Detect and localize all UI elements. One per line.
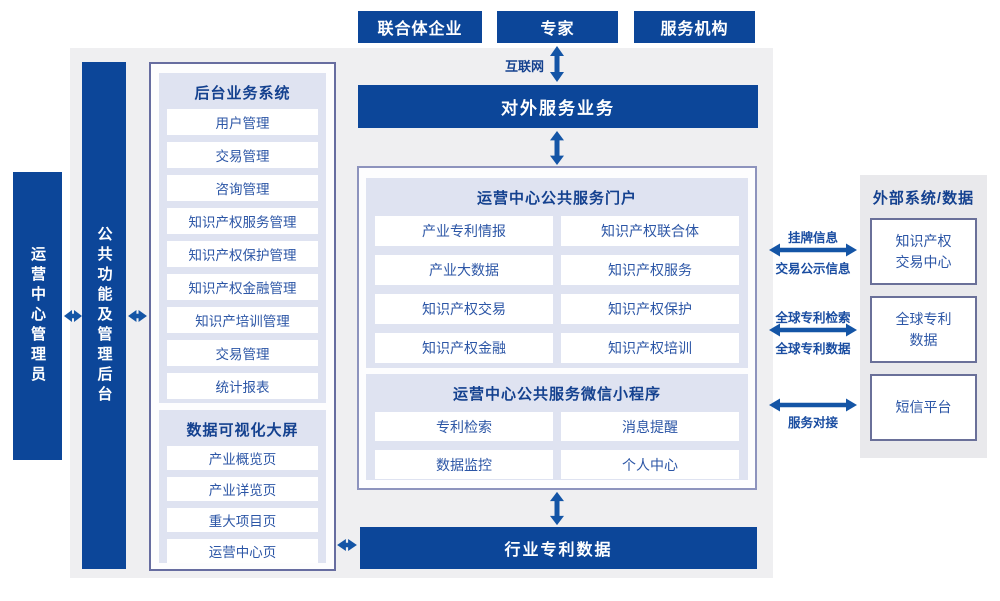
portal-item-ip-protection: 知识产权保护: [561, 294, 739, 324]
actor-experts: 专家: [497, 11, 618, 43]
backend-business-system-panel: 后台业务系统 用户管理 交易管理 咨询管理 知识产权服务管理 知识产权保护管理 …: [159, 73, 326, 403]
double-arrow-listing-info-icon: [769, 243, 857, 257]
mini-item-personal-center: 个人中心: [561, 450, 739, 479]
dash-item-industry-detail: 产业详览页: [167, 477, 318, 501]
backend-systems-container: 后台业务系统 用户管理 交易管理 咨询管理 知识产权服务管理 知识产权保护管理 …: [149, 62, 336, 571]
double-arrow-backend-to-systems-icon: [128, 310, 147, 322]
data-visualization-panel: 数据可视化大屏 产业概览页 产业详览页 重大项目页 运营中心页: [159, 410, 326, 563]
external-systems-title: 外部系统/数据: [872, 190, 975, 207]
backend-item-ip-protection-management: 知识产权保护管理: [167, 241, 318, 267]
label-global-patent-data: 全球专利数据: [775, 342, 851, 356]
backend-business-system-title: 后台业务系统: [194, 85, 291, 102]
dash-item-industry-overview: 产业概览页: [167, 446, 318, 470]
external-systems-panel: 外部系统/数据 知识产权 交易中心 全球专利 数据 短信平台: [860, 175, 987, 458]
mini-item-patent-search: 专利检索: [375, 412, 553, 441]
backend-item-ip-service-management: 知识产权服务管理: [167, 208, 318, 234]
dash-item-operation-center: 运营中心页: [167, 539, 318, 563]
dash-item-major-projects: 重大项目页: [167, 508, 318, 532]
actor-consortium-enterprises: 联合体企业: [358, 11, 482, 43]
public-function-management-backend-bar: 公共功能及管理后台: [82, 62, 126, 569]
public-service-portal-panel: 运营中心公共服务门户 产业专利情报 知识产权联合体 产业大数据 知识产权服务 知…: [366, 178, 748, 368]
mini-item-message-reminder: 消息提醒: [561, 412, 739, 441]
actor-service-organizations: 服务机构: [634, 11, 755, 43]
wechat-miniprogram-panel: 运营中心公共服务微信小程序 专利检索 消息提醒 数据监控 个人中心: [366, 374, 748, 480]
double-arrow-service-connect-icon: [769, 398, 857, 412]
backend-item-trade-management-2: 交易管理: [167, 340, 318, 366]
external-service-business-bar: 对外服务业务: [358, 85, 758, 128]
external-system-sms-platform: 短信平台: [870, 374, 977, 441]
double-arrow-global-patent-icon: [769, 323, 857, 337]
label-service-connect: 服务对接: [787, 416, 838, 430]
industry-patent-data-bar: 行业专利数据: [360, 527, 757, 569]
backend-item-ip-finance-management: 知识产权金融管理: [167, 274, 318, 300]
operation-center-admin-bar: 运营中心管理员: [13, 172, 62, 460]
internet-label: 互联网: [504, 59, 544, 74]
public-service-portal-grid: 产业专利情报 知识产权联合体 产业大数据 知识产权服务 知识产权交易 知识产权保…: [375, 216, 739, 363]
portal-container: 运营中心公共服务门户 产业专利情报 知识产权联合体 产业大数据 知识产权服务 知…: [357, 166, 757, 490]
external-systems-list: 知识产权 交易中心 全球专利 数据 短信平台: [870, 218, 977, 441]
backend-item-ip-training-management: 知识产培训管理: [167, 307, 318, 333]
double-arrow-internet-icon: [550, 46, 564, 82]
portal-item-ip-finance: 知识产权金融: [375, 333, 553, 363]
double-arrow-portal-to-patent-data-icon: [550, 491, 564, 526]
portal-item-industry-big-data: 产业大数据: [375, 255, 553, 285]
portal-item-ip-trade: 知识产权交易: [375, 294, 553, 324]
backend-item-statistics-report: 统计报表: [167, 373, 318, 399]
portal-item-ip-consortium: 知识产权联合体: [561, 216, 739, 246]
data-visualization-list: 产业概览页 产业详览页 重大项目页 运营中心页: [167, 446, 318, 563]
double-arrow-dashboard-to-patent-data-icon: [337, 539, 357, 551]
backend-item-trade-management: 交易管理: [167, 142, 318, 168]
double-arrow-external-to-portal-icon: [550, 130, 564, 166]
backend-business-system-list: 用户管理 交易管理 咨询管理 知识产权服务管理 知识产权保护管理 知识产权金融管…: [167, 109, 318, 399]
portal-item-ip-training: 知识产权培训: [561, 333, 739, 363]
label-listing-info: 挂牌信息: [787, 231, 838, 245]
backend-item-user-management: 用户管理: [167, 109, 318, 135]
external-system-global-patent-data: 全球专利 数据: [870, 296, 977, 363]
wechat-miniprogram-title: 运营中心公共服务微信小程序: [452, 386, 661, 403]
wechat-miniprogram-grid: 专利检索 消息提醒 数据监控 个人中心: [375, 412, 739, 479]
external-system-ip-trade-center: 知识产权 交易中心: [870, 218, 977, 285]
double-arrow-admin-to-backend-icon: [64, 310, 82, 322]
mini-item-data-monitor: 数据监控: [375, 450, 553, 479]
portal-item-ip-service: 知识产权服务: [561, 255, 739, 285]
data-visualization-title: 数据可视化大屏: [186, 422, 299, 439]
label-trade-publicity-info: 交易公示信息: [775, 262, 851, 276]
public-service-portal-title: 运营中心公共服务门户: [476, 190, 637, 207]
label-global-patent-search: 全球专利检索: [775, 311, 851, 325]
portal-item-industry-patent-intel: 产业专利情报: [375, 216, 553, 246]
backend-item-consult-management: 咨询管理: [167, 175, 318, 201]
